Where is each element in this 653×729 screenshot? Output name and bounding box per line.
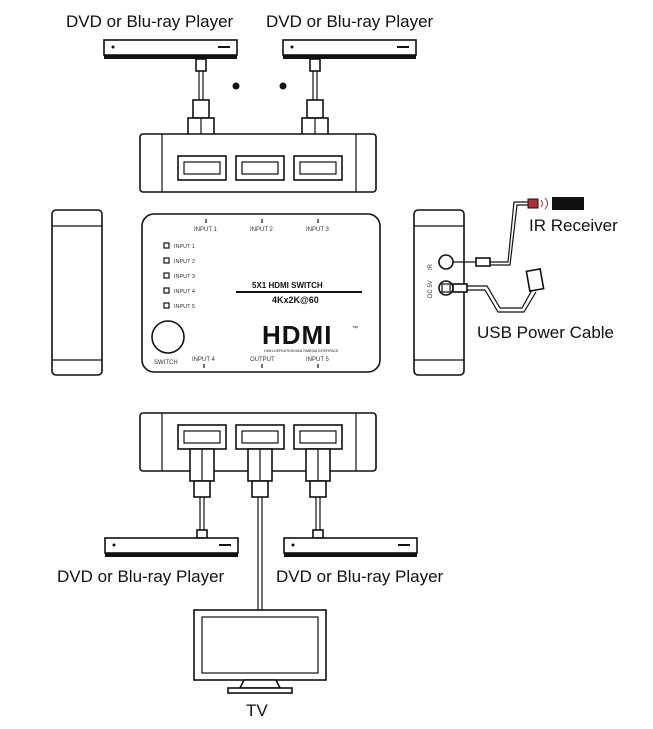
player-top-right bbox=[282, 39, 417, 59]
ir-sensor-brand: HDMI bbox=[557, 200, 577, 209]
hdmi-cable-top-right bbox=[301, 58, 329, 147]
usb-power-cable bbox=[452, 268, 545, 313]
ir-port-label: IR bbox=[428, 263, 434, 270]
ir-receiver-cable bbox=[453, 201, 528, 267]
player-top-left-label: DVD or Blu-ray Player bbox=[66, 12, 234, 31]
hdmi-cable-bottom-right bbox=[305, 448, 331, 539]
player-bottom-right-label: DVD or Blu-ray Player bbox=[276, 567, 444, 586]
switch-button[interactable] bbox=[151, 320, 185, 354]
hdmi-subtitle: HIGH-DEFINITION MULTIMEDIA INTERFACE bbox=[264, 349, 339, 353]
usb-power-cable-label: USB Power Cable bbox=[477, 323, 614, 342]
port-label-input-4: INPUT 4 bbox=[192, 357, 216, 363]
switch-front-panel: INPUT 1 INPUT 2 INPUT 3 INPUT 1 INPUT 2 … bbox=[141, 213, 381, 373]
hdmi-cable-output bbox=[247, 448, 273, 610]
ir-receiver-sensor: HDMI bbox=[527, 197, 584, 210]
switch-left-side-view bbox=[51, 209, 103, 376]
hdmi-cable-top-left bbox=[187, 58, 215, 147]
tv-label: TV bbox=[246, 701, 268, 720]
player-bottom-left-label: DVD or Blu-ray Player bbox=[57, 567, 225, 586]
switch-button-label: SWITCH bbox=[154, 360, 178, 366]
hdmi-tm: ™ bbox=[352, 325, 358, 332]
dot-icon bbox=[232, 82, 240, 90]
player-bottom-left bbox=[104, 537, 239, 557]
led-label: INPUT 5 bbox=[174, 304, 195, 310]
led-label: INPUT 2 bbox=[174, 259, 195, 265]
led-label: INPUT 3 bbox=[174, 274, 195, 280]
switch-right-side-view: IR DC 5V bbox=[413, 209, 465, 376]
led-label: INPUT 4 bbox=[174, 289, 195, 295]
hdmi-cable-bottom-left bbox=[189, 448, 215, 539]
port-label-output: OUTPUT bbox=[250, 357, 275, 363]
player-top-left bbox=[103, 39, 238, 59]
player-top-right-label: DVD or Blu-ray Player bbox=[266, 12, 434, 31]
resolution-label: 4Kx2K@60 bbox=[272, 295, 319, 305]
led-label: INPUT 1 bbox=[174, 244, 195, 250]
dc-port-label: DC 5V bbox=[428, 280, 434, 298]
model-label: 5X1 HDMI SWITCH bbox=[252, 281, 323, 290]
ir-receiver-label: IR Receiver bbox=[529, 216, 618, 235]
dot-icon bbox=[279, 82, 287, 90]
port-label-input-1: INPUT 1 bbox=[194, 227, 218, 233]
switch-top-view bbox=[139, 133, 377, 193]
hdmi-logo: HDMI bbox=[262, 320, 332, 350]
port-label-input-3: INPUT 3 bbox=[306, 227, 330, 233]
port-label-input-2: INPUT 2 bbox=[250, 227, 274, 233]
port-label-input-5: INPUT 5 bbox=[306, 357, 330, 363]
player-bottom-right bbox=[283, 537, 418, 557]
tv bbox=[193, 609, 327, 694]
